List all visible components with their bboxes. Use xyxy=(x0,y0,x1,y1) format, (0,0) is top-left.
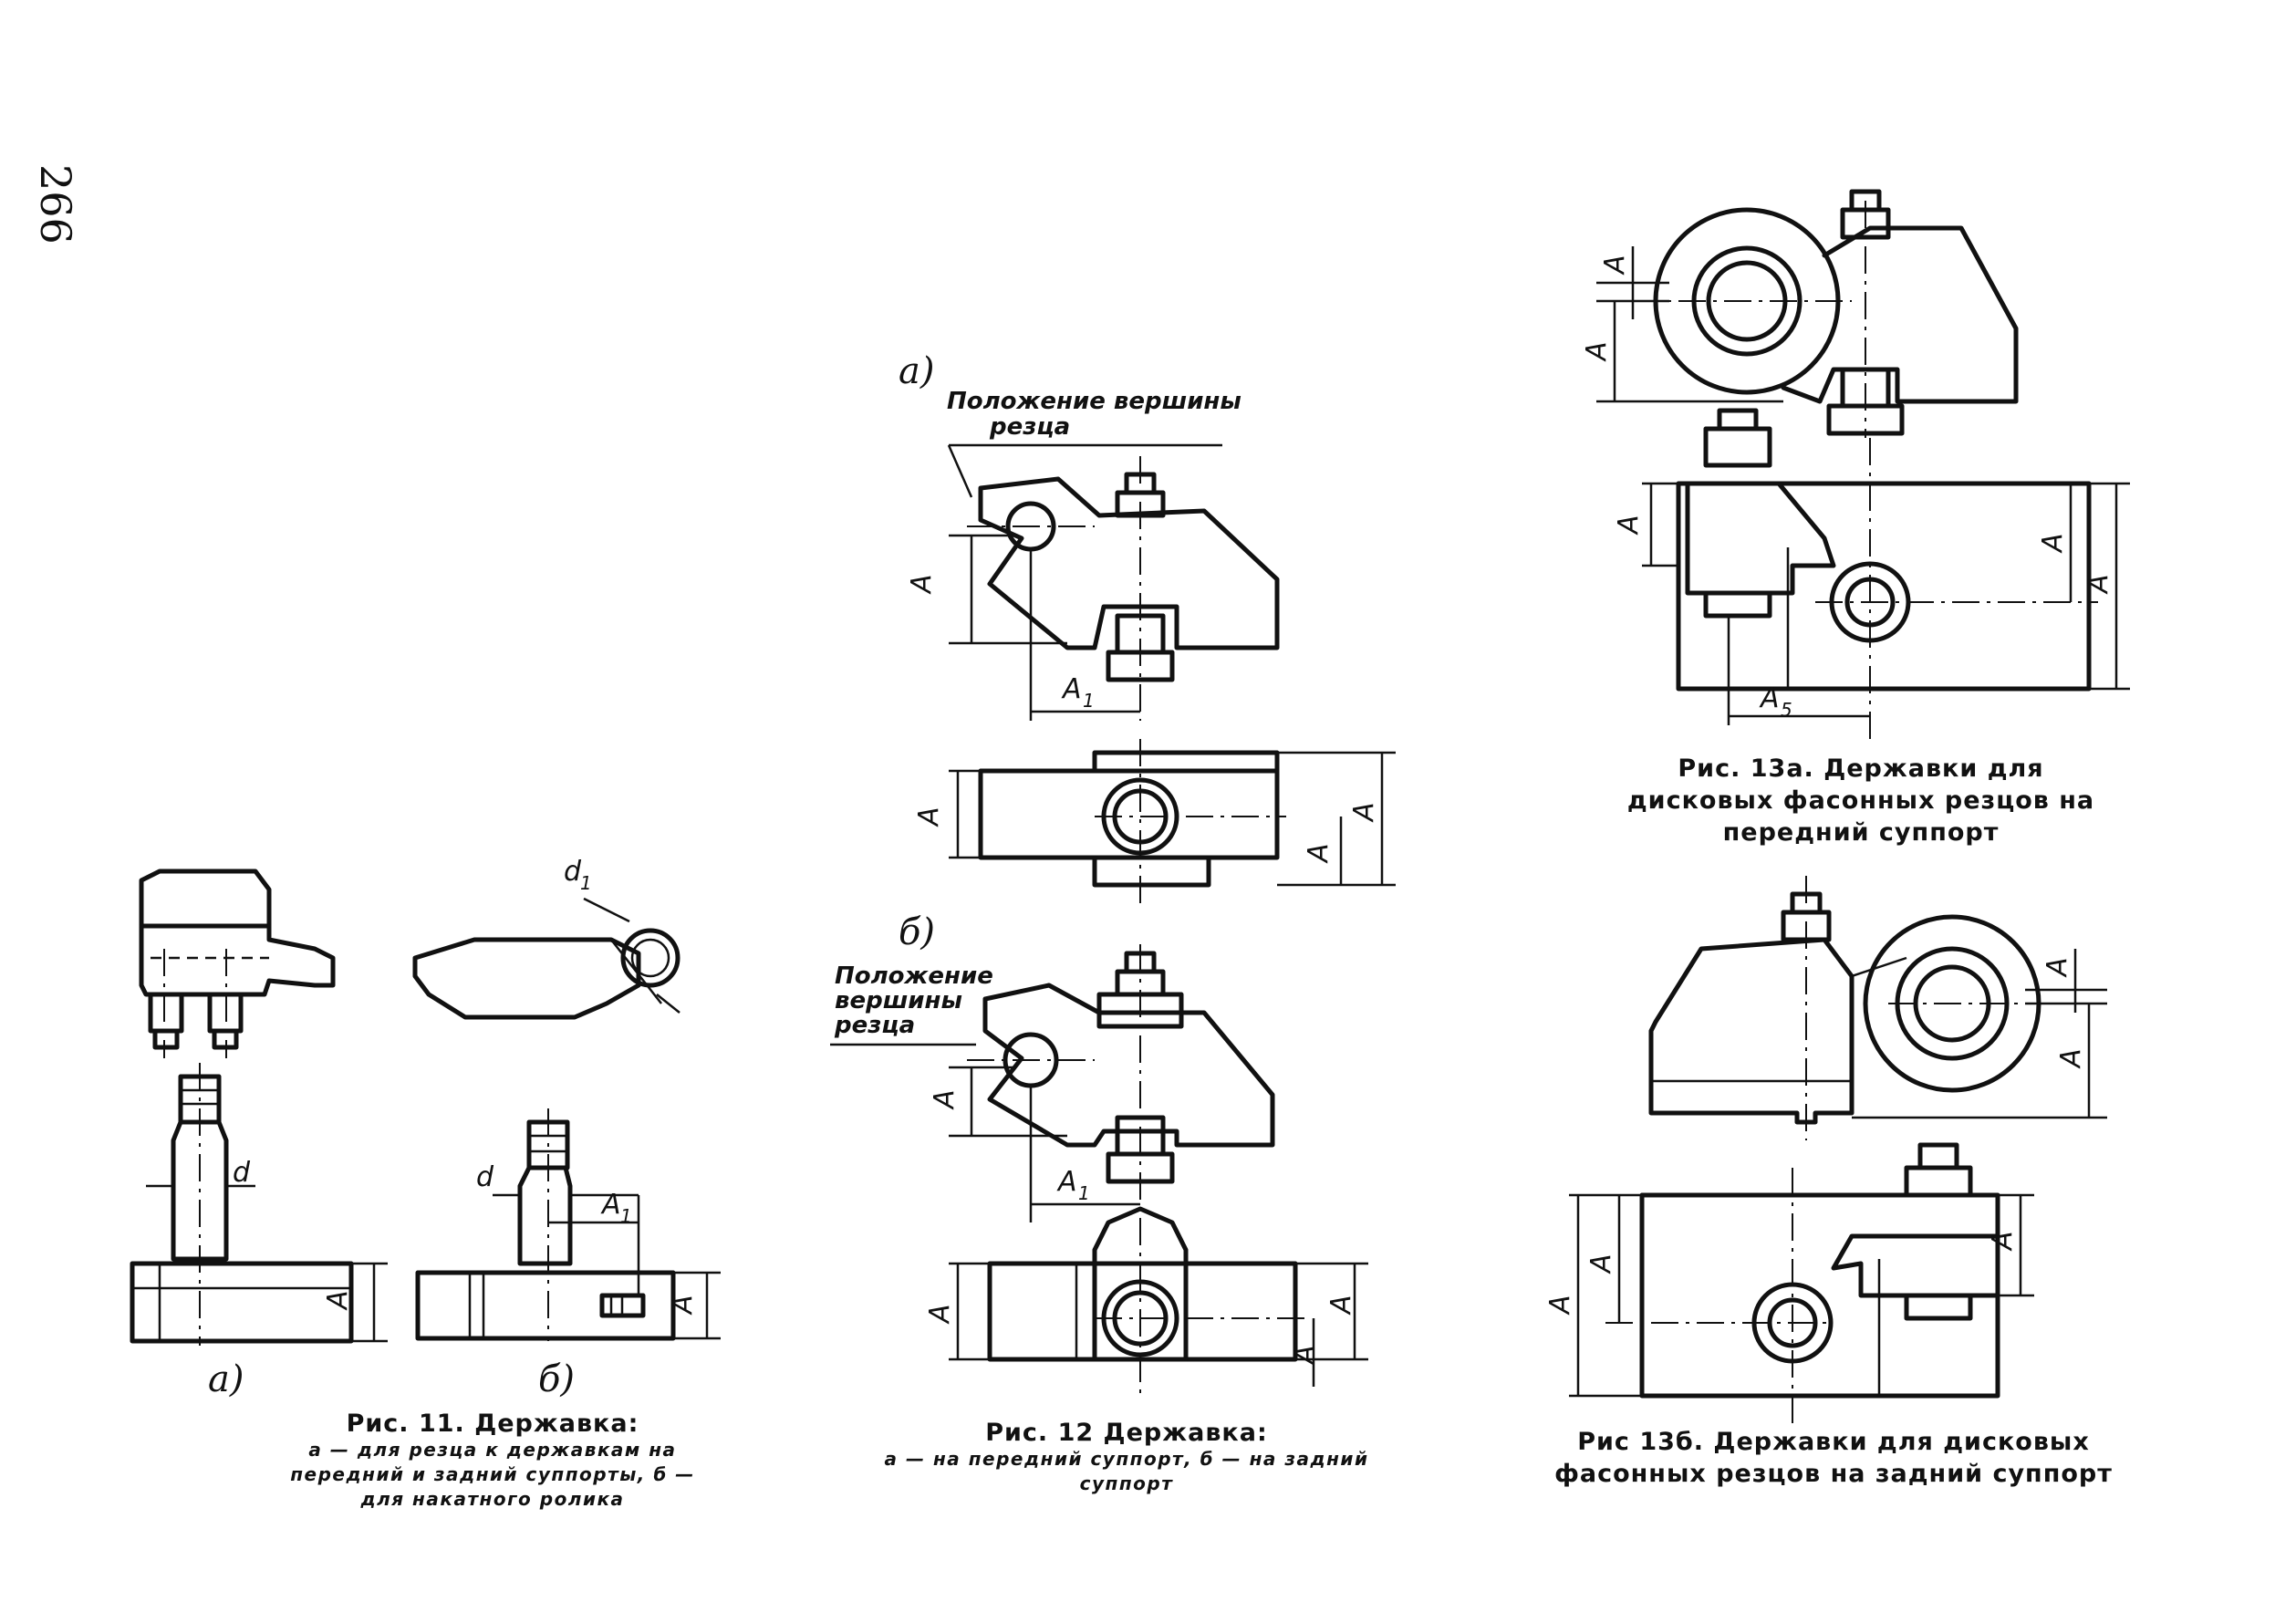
fig11b-dim-A: A xyxy=(667,1295,699,1316)
fig12b-dim-A: A xyxy=(929,1089,961,1110)
fig11b-dim-A1: A xyxy=(600,1189,621,1221)
fig13a-caption: Рис. 13а. Державки для дисковых фасонных… xyxy=(1605,753,2116,848)
fig12b-dim-A1: A xyxy=(1056,1166,1077,1198)
fig11b-dim-d: d xyxy=(476,1161,494,1193)
fig12-dim-A3: A xyxy=(1303,843,1335,864)
fig12-tip-b-line3: резца xyxy=(834,1012,915,1039)
fig13b-dim-A4: A xyxy=(1544,1295,1576,1316)
fig13b-dim-A2: A xyxy=(1987,1231,2019,1252)
fig13a-dim-A5: A xyxy=(1759,682,1780,714)
fig12-dim-A4: A xyxy=(1348,802,1380,823)
svg-text:1: 1 xyxy=(580,872,592,894)
svg-text:5: 5 xyxy=(1781,699,1792,721)
fig12-caption-title: Рис. 12 Державка: xyxy=(985,1419,1268,1447)
fig11-caption-desc: а — для резца к державкам на передний и … xyxy=(290,1439,695,1510)
fig13a-drawing: A A A A A A 5 xyxy=(1581,189,2130,739)
fig12b-dim-A2: A xyxy=(924,1304,956,1325)
fig12-b-drawing: б) Положение вершины резца A A 1 A xyxy=(830,911,1368,1396)
fig11-label-a: а) xyxy=(208,1358,244,1400)
fig12-a-drawing: а) Положение вершины резца A A 1 xyxy=(899,350,1396,903)
fig13a-dim-A1: A xyxy=(1599,255,1631,276)
fig11-dim-d: d xyxy=(233,1157,251,1189)
fig13a-dim-A4: A xyxy=(2083,574,2114,595)
fig12-caption-desc: а — на передний суппорт, б — на задний с… xyxy=(884,1448,1369,1494)
fig13a-dim-A3: A xyxy=(2037,533,2069,554)
fig12-label-a: а) xyxy=(899,350,934,392)
fig13b-caption: Рис 13б. Державки для дисковых фасонных … xyxy=(1542,1426,2125,1490)
fig13b-dim-A1: A xyxy=(2041,957,2073,978)
fig12-tip-a-line2: резца xyxy=(989,413,1070,441)
fig11-caption-title: Рис. 11. Державка: xyxy=(346,1410,639,1438)
fig12-tip-a-line1: Положение вершины xyxy=(947,388,1242,415)
fig12-tip-b-line1: Положение xyxy=(835,962,993,990)
fig11-a-drawing: A d а) xyxy=(130,869,388,1400)
fig12-tip-b-line2: вершины xyxy=(835,987,962,1014)
svg-text:1: 1 xyxy=(1083,690,1095,712)
fig12-dim-A2: A xyxy=(913,806,945,827)
fig11-label-b: б) xyxy=(538,1358,575,1400)
fig13a-dim-A: A xyxy=(1581,341,1613,362)
fig11-dim-A: A xyxy=(322,1290,354,1311)
svg-text:1: 1 xyxy=(1078,1182,1090,1204)
fig13b-caption-title: Рис 13б. Державки для дисковых фасонных … xyxy=(1554,1428,2113,1488)
fig13b-drawing: A A A A A xyxy=(1544,876,2107,1423)
fig12-dim-A: A xyxy=(906,574,938,595)
fig13b-dim-A: A xyxy=(2055,1048,2087,1069)
fig11-dim-d1: d xyxy=(564,856,582,888)
svg-text:1: 1 xyxy=(620,1205,632,1227)
fig11-caption: Рис. 11. Державка: а — для резца к держа… xyxy=(274,1410,712,1512)
fig12-label-b: б) xyxy=(899,911,935,953)
fig13a-dim-A2: A xyxy=(1613,515,1645,536)
fig12b-dim-A4: A xyxy=(1325,1295,1357,1316)
fig12-dim-A1: A xyxy=(1061,673,1082,705)
fig12b-dim-A3: A xyxy=(1289,1345,1321,1366)
fig12-caption: Рис. 12 Державка: а — на передний суппор… xyxy=(853,1419,1400,1496)
fig13a-caption-title: Рис. 13а. Державки для дисковых фасонных… xyxy=(1626,754,2095,847)
fig13b-dim-A3: A xyxy=(1585,1254,1617,1274)
fig11-b-drawing: d 1 A d A 1 б) xyxy=(412,856,721,1400)
